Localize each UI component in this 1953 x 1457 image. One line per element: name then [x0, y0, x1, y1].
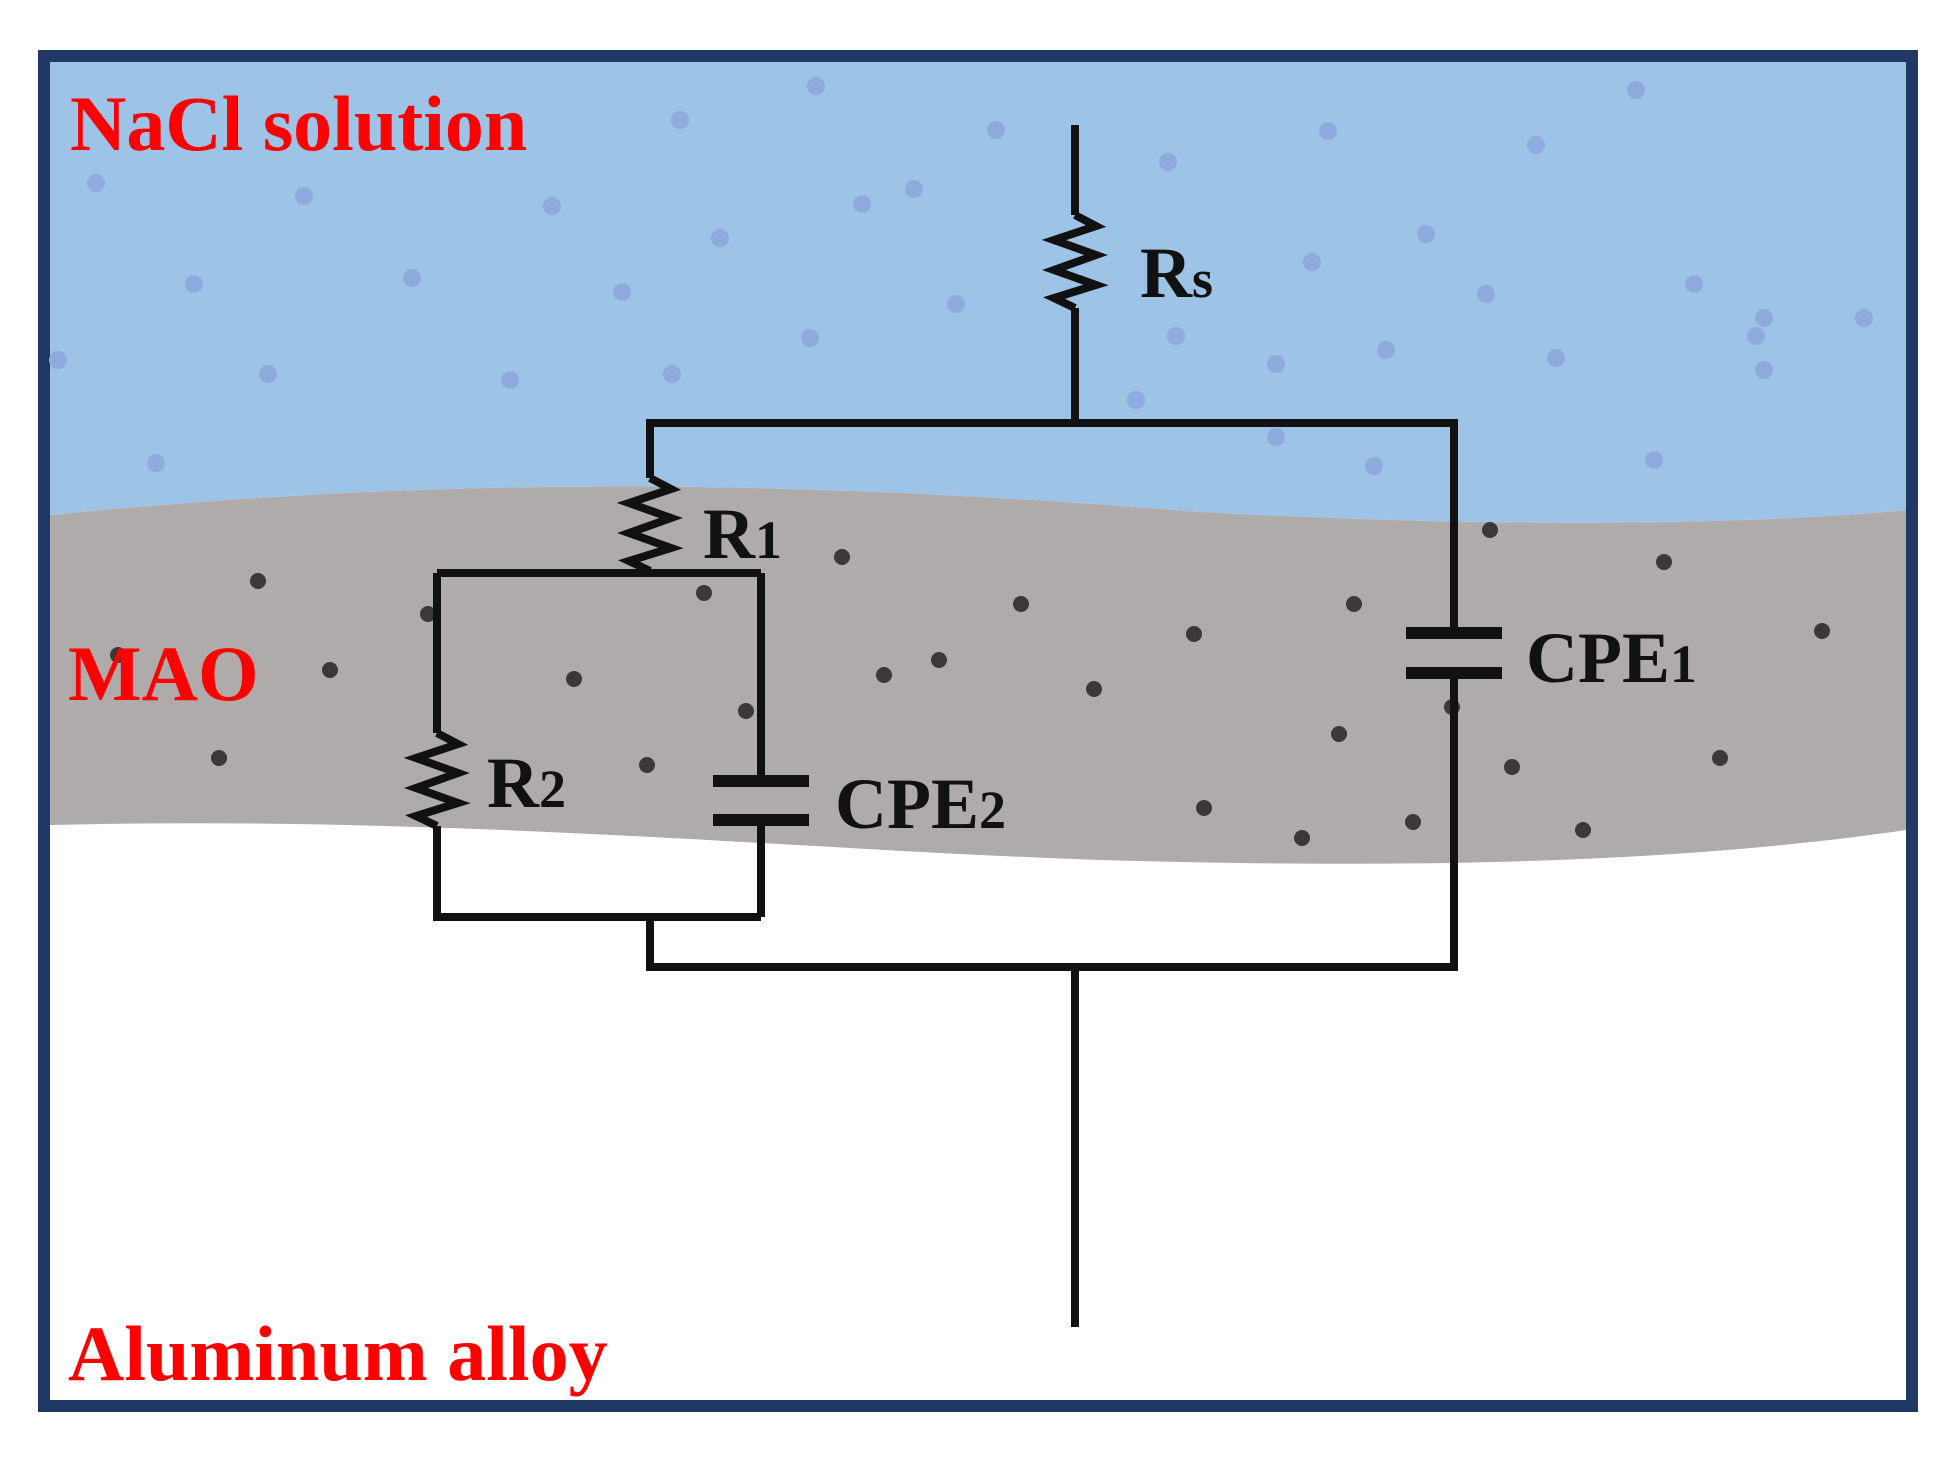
r1-resistor-symbol: [616, 474, 684, 575]
coating-layer: [50, 486, 1906, 864]
cpe1-to-bottom-wire: [646, 679, 1458, 971]
rs-resistor-symbol: [1041, 211, 1109, 312]
r2-label: R2: [487, 743, 566, 823]
cpe1-label: CPE1: [1526, 618, 1697, 698]
solution-label: NaCl solution: [70, 80, 527, 167]
inner-loop-left-lower-wire: [433, 826, 761, 921]
solution-particles: [49, 77, 1873, 475]
r1-label: R1: [703, 494, 782, 574]
cpe2-label: CPE2: [835, 764, 1006, 844]
outer-loop-left-wire: [646, 419, 1075, 478]
circuit-wires: [403, 125, 1502, 1327]
rs-label: Rs: [1140, 233, 1213, 313]
substrate-label: Aluminum alloy: [68, 1310, 608, 1397]
r2-resistor-symbol: [403, 729, 471, 830]
coating-particles: [110, 522, 1830, 846]
solution-layer: [50, 62, 1906, 523]
outer-loop-right-wire: [1075, 419, 1458, 627]
coating-label: MAO: [68, 630, 259, 717]
